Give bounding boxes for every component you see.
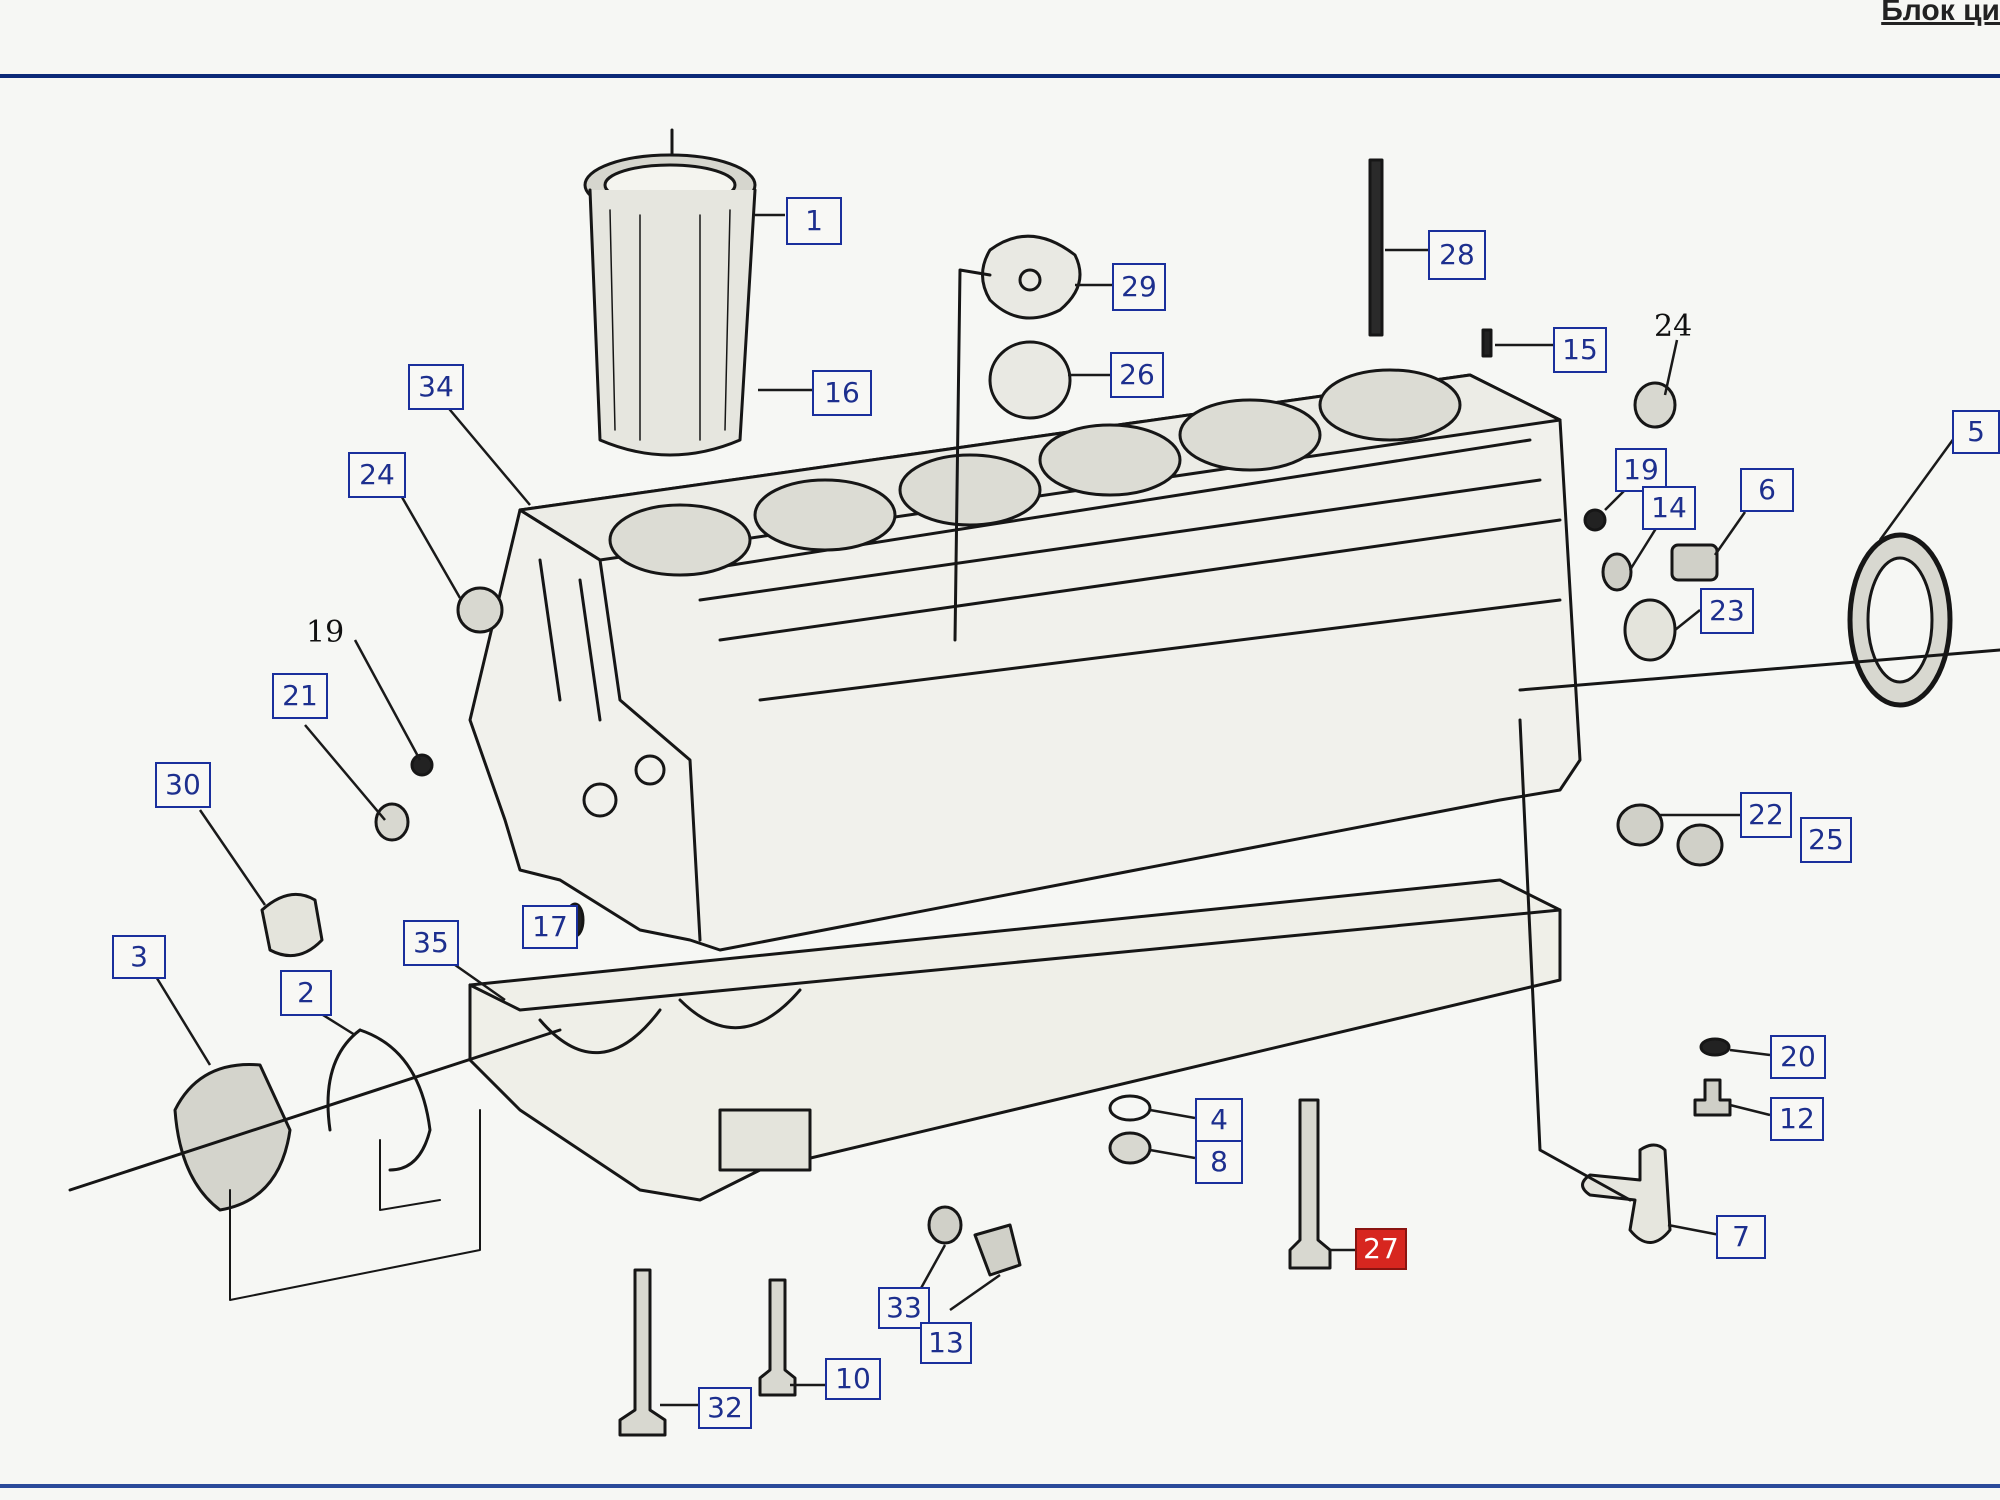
header-divider — [0, 74, 2000, 78]
callout-29[interactable]: 29 — [1112, 263, 1166, 311]
callout-21[interactable]: 21 — [272, 673, 328, 719]
callout-1[interactable]: 1 — [786, 197, 842, 245]
callout-27-selected[interactable]: 27 — [1355, 1228, 1407, 1270]
bolt-12 — [1693, 1078, 1732, 1117]
plug-22 — [1616, 803, 1664, 847]
callout-15[interactable]: 15 — [1553, 327, 1607, 373]
long-stud-part — [1368, 158, 1384, 337]
pin-15 — [1481, 328, 1493, 358]
callout-4[interactable]: 4 — [1195, 1098, 1243, 1142]
ball-19-right — [1583, 508, 1607, 532]
footer-divider — [0, 1484, 2000, 1488]
callout-8[interactable]: 8 — [1195, 1140, 1243, 1184]
callout-30[interactable]: 30 — [155, 762, 211, 808]
bolt-32 — [618, 1268, 667, 1437]
bush-30 — [260, 892, 324, 958]
callout-20[interactable]: 20 — [1770, 1035, 1826, 1079]
callout-23[interactable]: 23 — [1700, 588, 1754, 634]
callout-34[interactable]: 34 — [408, 364, 464, 410]
o-ring-4 — [1108, 1094, 1152, 1122]
callout-14[interactable]: 14 — [1642, 486, 1696, 530]
plug-6 — [1670, 543, 1719, 582]
callout-12[interactable]: 12 — [1770, 1097, 1824, 1141]
callout-17[interactable]: 17 — [522, 905, 578, 949]
bolt-10 — [758, 1278, 797, 1397]
plug-23 — [1623, 598, 1677, 662]
callout-16[interactable]: 16 — [812, 370, 872, 416]
callout-24-left[interactable]: 24 — [348, 452, 406, 498]
washer-33 — [927, 1205, 963, 1245]
cylinder-liner-part — [583, 153, 757, 457]
label-19-left: 19 — [306, 615, 345, 650]
callout-19[interactable]: 19 — [1615, 448, 1667, 492]
cover-flange-part — [981, 234, 1082, 320]
thrust-washer-2 — [326, 1028, 432, 1172]
plug-21 — [374, 802, 410, 842]
callout-33[interactable]: 33 — [878, 1287, 930, 1329]
plug-24-left — [456, 586, 504, 634]
page-title: Блок ци — [1881, 0, 2000, 27]
dipstick-tube-7 — [1581, 1143, 1672, 1244]
washer-14 — [1601, 552, 1633, 592]
plug-24-top — [1633, 381, 1677, 429]
plug-8 — [1108, 1131, 1152, 1165]
plug-25 — [1676, 823, 1724, 867]
expansion-plug-part — [988, 340, 1072, 420]
callout-26[interactable]: 26 — [1110, 352, 1164, 398]
callout-13[interactable]: 13 — [920, 1322, 972, 1364]
callout-22[interactable]: 22 — [1740, 792, 1792, 838]
callout-32[interactable]: 32 — [698, 1387, 752, 1429]
ball-20 — [1699, 1037, 1731, 1057]
plug-13 — [973, 1223, 1022, 1277]
label-24-top: 24 — [1654, 309, 1693, 344]
callout-2[interactable]: 2 — [280, 970, 332, 1016]
ball-19-left — [410, 753, 434, 777]
callout-5[interactable]: 5 — [1952, 410, 2000, 454]
callout-28[interactable]: 28 — [1428, 230, 1486, 280]
bearing-ladder-frame — [468, 878, 1562, 1202]
callout-7[interactable]: 7 — [1716, 1215, 1766, 1259]
callout-6[interactable]: 6 — [1740, 468, 1794, 512]
callout-3[interactable]: 3 — [112, 935, 166, 979]
bolt-27 — [1288, 1098, 1332, 1270]
callout-10[interactable]: 10 — [825, 1358, 881, 1400]
callout-25[interactable]: 25 — [1800, 817, 1852, 863]
block-front-face — [518, 508, 702, 942]
cylinder-bores — [608, 368, 1462, 577]
callout-35[interactable]: 35 — [403, 920, 459, 966]
leader-lines — [153, 213, 1962, 1407]
